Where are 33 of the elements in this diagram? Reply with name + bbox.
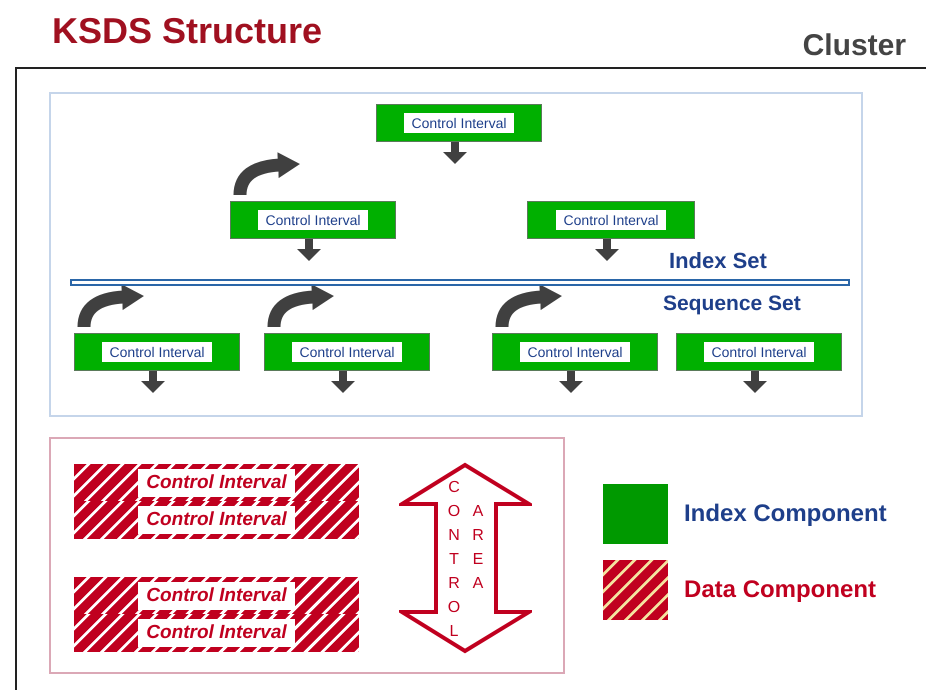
index-interval-box	[74, 333, 240, 371]
index-interval-box	[527, 201, 695, 239]
double-arrow	[399, 462, 532, 654]
interval-label: Control Interval	[556, 210, 666, 230]
interval-label: Control Interval	[102, 342, 212, 362]
interval-label: Control Interval	[292, 342, 402, 362]
data-interval-box	[74, 464, 359, 501]
interval-label: Control Interval	[258, 210, 368, 230]
vertical-label: AREA	[471, 502, 485, 594]
index-interval-box	[230, 201, 396, 239]
legend-label: Index Component	[684, 499, 887, 529]
interval-label: Control Interval	[138, 468, 295, 496]
index-interval-box	[492, 333, 658, 371]
cluster-heading: Cluster	[802, 28, 906, 64]
interval-label: Control Interval	[138, 619, 295, 647]
data-interval-box	[74, 614, 359, 652]
interval-label: Control Interval	[138, 582, 295, 610]
data-interval-box	[74, 577, 359, 614]
vertical-label: CONTROL	[446, 478, 462, 642]
interval-label: Control Interval	[138, 506, 295, 534]
interval-label: Control Interval	[404, 113, 514, 133]
section-label: Sequence Set	[663, 291, 801, 317]
index-panel	[49, 92, 863, 417]
diagram-title: KSDS Structure	[52, 9, 322, 53]
index-interval-box	[676, 333, 842, 371]
legend-label: Data Component	[684, 575, 876, 605]
data-interval-box	[74, 501, 359, 539]
data-panel	[49, 437, 565, 674]
interval-label: Control Interval	[520, 342, 630, 362]
section-label: Index Set	[669, 247, 767, 275]
index-interval-box	[264, 333, 430, 371]
index-interval-box	[376, 104, 542, 142]
interval-label: Control Interval	[704, 342, 814, 362]
